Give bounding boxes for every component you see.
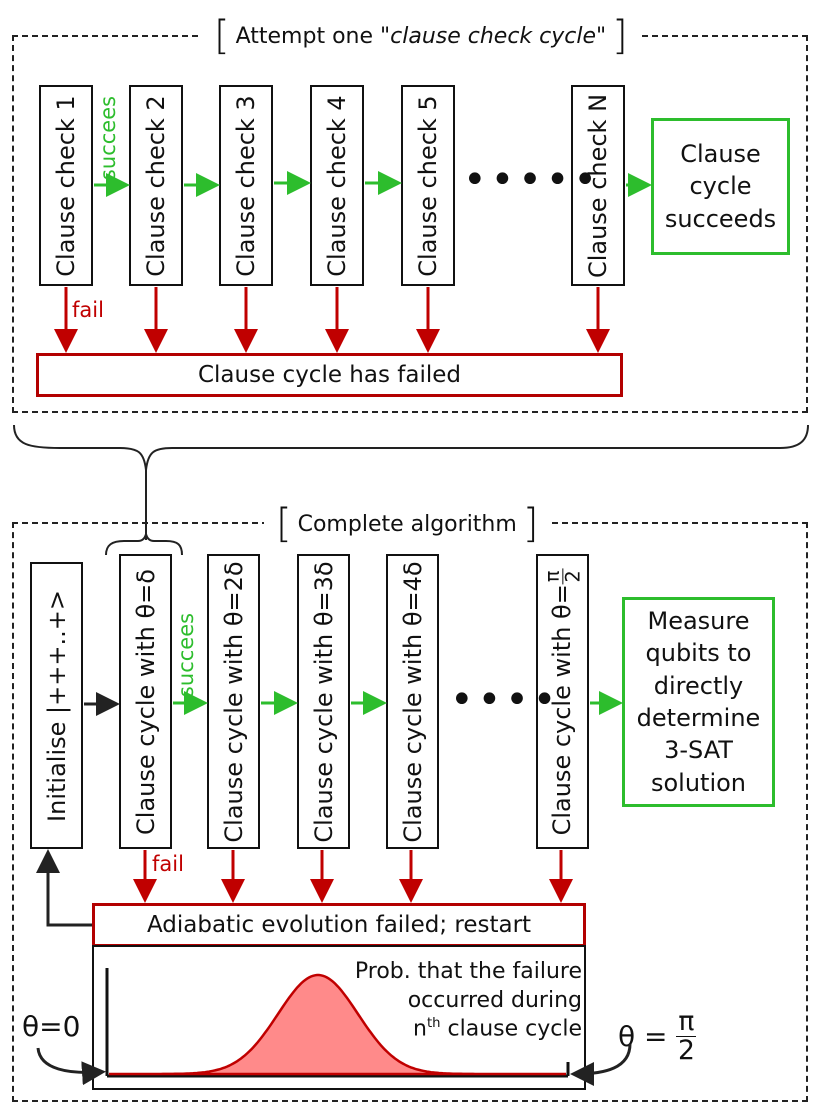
fail-label: fail [152, 852, 184, 876]
theta-zero-arrow [36, 1047, 106, 1086]
measure-qubits-box: Measure qubits to directly determine 3-S… [622, 597, 775, 807]
clause-check-box: Clause check 1 [39, 85, 93, 286]
clause-check-box: Clause check N [571, 85, 625, 286]
restart-arrow [36, 849, 92, 927]
clause-cycle-succeeds-box: Clause cycle succeeds [651, 118, 790, 255]
theta-pi-half-arrow [570, 1043, 632, 1086]
clause-cycle-box: Clause cycle with θ=4δ [386, 554, 439, 849]
brace-large [13, 424, 809, 471]
ellipsis: •••• [450, 677, 561, 723]
clause-cycle-box: Clause cycle with θ=δ [119, 554, 172, 849]
top-success-arrows [94, 171, 652, 197]
clause-check-box: Clause check 3 [219, 85, 273, 286]
clause-check-box: Clause check 4 [310, 85, 364, 286]
clause-check-box: Clause check 5 [401, 85, 455, 286]
theta-zero-label: θ=0 [22, 1010, 81, 1043]
initialise-box: Initialise |+++..+> [30, 562, 83, 849]
clause-check-box: Clause check 2 [129, 85, 183, 286]
plot-caption: Prob. that the failure occurred during n… [354, 959, 582, 1042]
probability-curve [109, 973, 566, 1076]
clause-cycle-box: Clause cycle with θ=3δ [297, 554, 350, 849]
clause-cycle-failed-box: Clause cycle has failed [36, 353, 623, 397]
clause-cycle-box: Clause cycle with θ=2δ [207, 554, 260, 849]
complete-algorithm-title: [ Complete algorithm ] [264, 502, 551, 546]
top-fail-arrows [54, 287, 610, 353]
ellipsis: ••••• [463, 157, 601, 203]
bottom-fail-arrows [133, 850, 573, 903]
adiabatic-failed-box: Adiabatic evolution failed; restart [92, 903, 586, 947]
fail-label: fail [72, 298, 104, 322]
plot-axes [105, 968, 570, 1078]
brace-small [105, 533, 183, 556]
clause-check-cycle-title: [ Attempt one "clause check cycle" ] [202, 14, 640, 58]
